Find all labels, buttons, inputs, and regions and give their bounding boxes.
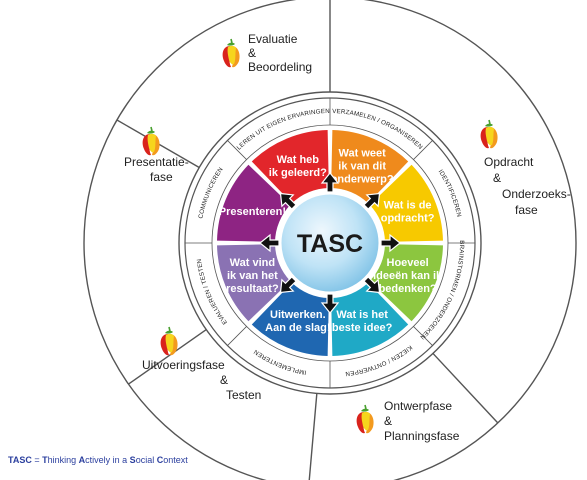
pepper-icon [356,404,374,434]
phase-label-line: & [384,414,392,428]
segment-question-line: Wat weet [339,147,387,159]
phase-label-line: & [220,373,228,387]
phase-label-line: Presentatie- [124,155,189,169]
phase-label-line: & [493,171,501,185]
segment-question-line: Presenteren! [219,206,286,218]
footnote-part: S [129,455,136,465]
footnote-part: ocial [135,455,157,465]
process-arrows [259,172,401,314]
tasc-center: TASC [278,191,382,295]
pepper-icon [142,126,160,156]
footnote-part: = [31,455,43,465]
segment-question-line: bedenken? [379,283,437,295]
pepper-icon [160,326,178,356]
segment-wat-vind-ik [217,244,291,322]
segment-question-line: ideeën kan ik [373,270,443,282]
phase-label-presentatie: Presentatie-fase [124,155,189,184]
segment-question-line: Wat is de [384,199,432,211]
outer-ring-edge [83,0,577,480]
footnote-part: ctively in a [85,455,130,465]
phase-label-line: fase [515,203,538,217]
phase-divider [432,352,499,424]
segment-question-line: Hoeveel [387,257,429,269]
phase-label-line: Ontwerpfase [384,399,452,413]
phase-divider [128,329,207,385]
segment-wat-is-de-opdracht [369,164,443,242]
segment-question-line: ik van het [227,270,278,282]
segment-question-line: beste idee? [332,322,393,334]
segment-uitwerken [251,282,329,356]
tasc-center-label: TASC [297,230,363,258]
segment-question-line: Wat is het [336,309,388,321]
segment-question-line: resultaat? [226,283,279,295]
footnote-part: TASC [8,455,32,465]
segment-question-line: Uitwerken. [270,309,326,321]
pepper-icon [480,119,498,149]
segment-question-line: ik van dit [338,160,386,172]
pepper-icon [222,38,240,68]
segment-question-line: ik geleerd? [269,167,327,179]
phase-label-ontwerp: Ontwerpfase&Planningsfase [384,399,460,443]
footnote-part: hinking [47,455,79,465]
segment-hoeveel-ideeen [369,244,443,322]
footnote-part: T [42,455,48,465]
phase-label-line: Beoordeling [248,60,312,74]
segment-question-line: opdracht? [381,212,435,224]
segment-question-line: Wat vind [230,257,275,269]
label-ring-divider [413,326,433,346]
tasc-footnote: TASC = Thinking Actively in a Social Con… [8,455,188,465]
phase-label-line: Uitvoeringsfase [142,358,225,372]
phase-label-evaluatie: Evaluatie&Beoordeling [248,32,312,74]
label-ring-divider [227,140,247,160]
segment-question-line: Wat heb [277,154,320,166]
phase-label-line: Testen [226,388,261,402]
phase-label-line: Opdracht [484,155,534,169]
footnote-part: A [78,455,86,465]
footnote-part: C [156,455,164,465]
tasc-center-circle [278,191,382,295]
phase-label-line: fase [150,170,173,184]
segment-presenteren [217,164,291,242]
phase-label-line: Planningsfase [384,429,460,443]
segment-wat-heb-ik-geleerd [251,130,329,204]
segment-question-line: Aan de slag! [265,322,330,334]
phase-divider [308,393,318,480]
segment-wat-weet-ik [331,130,409,204]
segment-wat-is-het-beste-idee [331,282,409,356]
phase-label-line: & [248,46,256,60]
phase-label-uitvoering: Uitvoeringsfase&Testen [142,358,261,402]
phase-label-opdracht: Opdracht &Onderzoeks-fase [484,155,571,217]
label-ring-divider [413,140,433,160]
label-ring-divider [227,326,247,346]
phase-label-line: Evaluatie [248,32,298,46]
segment-question-line: onderwerp? [331,173,394,185]
footnote-part: ontext [163,455,188,465]
phase-label-line: Onderzoeks- [502,187,571,201]
